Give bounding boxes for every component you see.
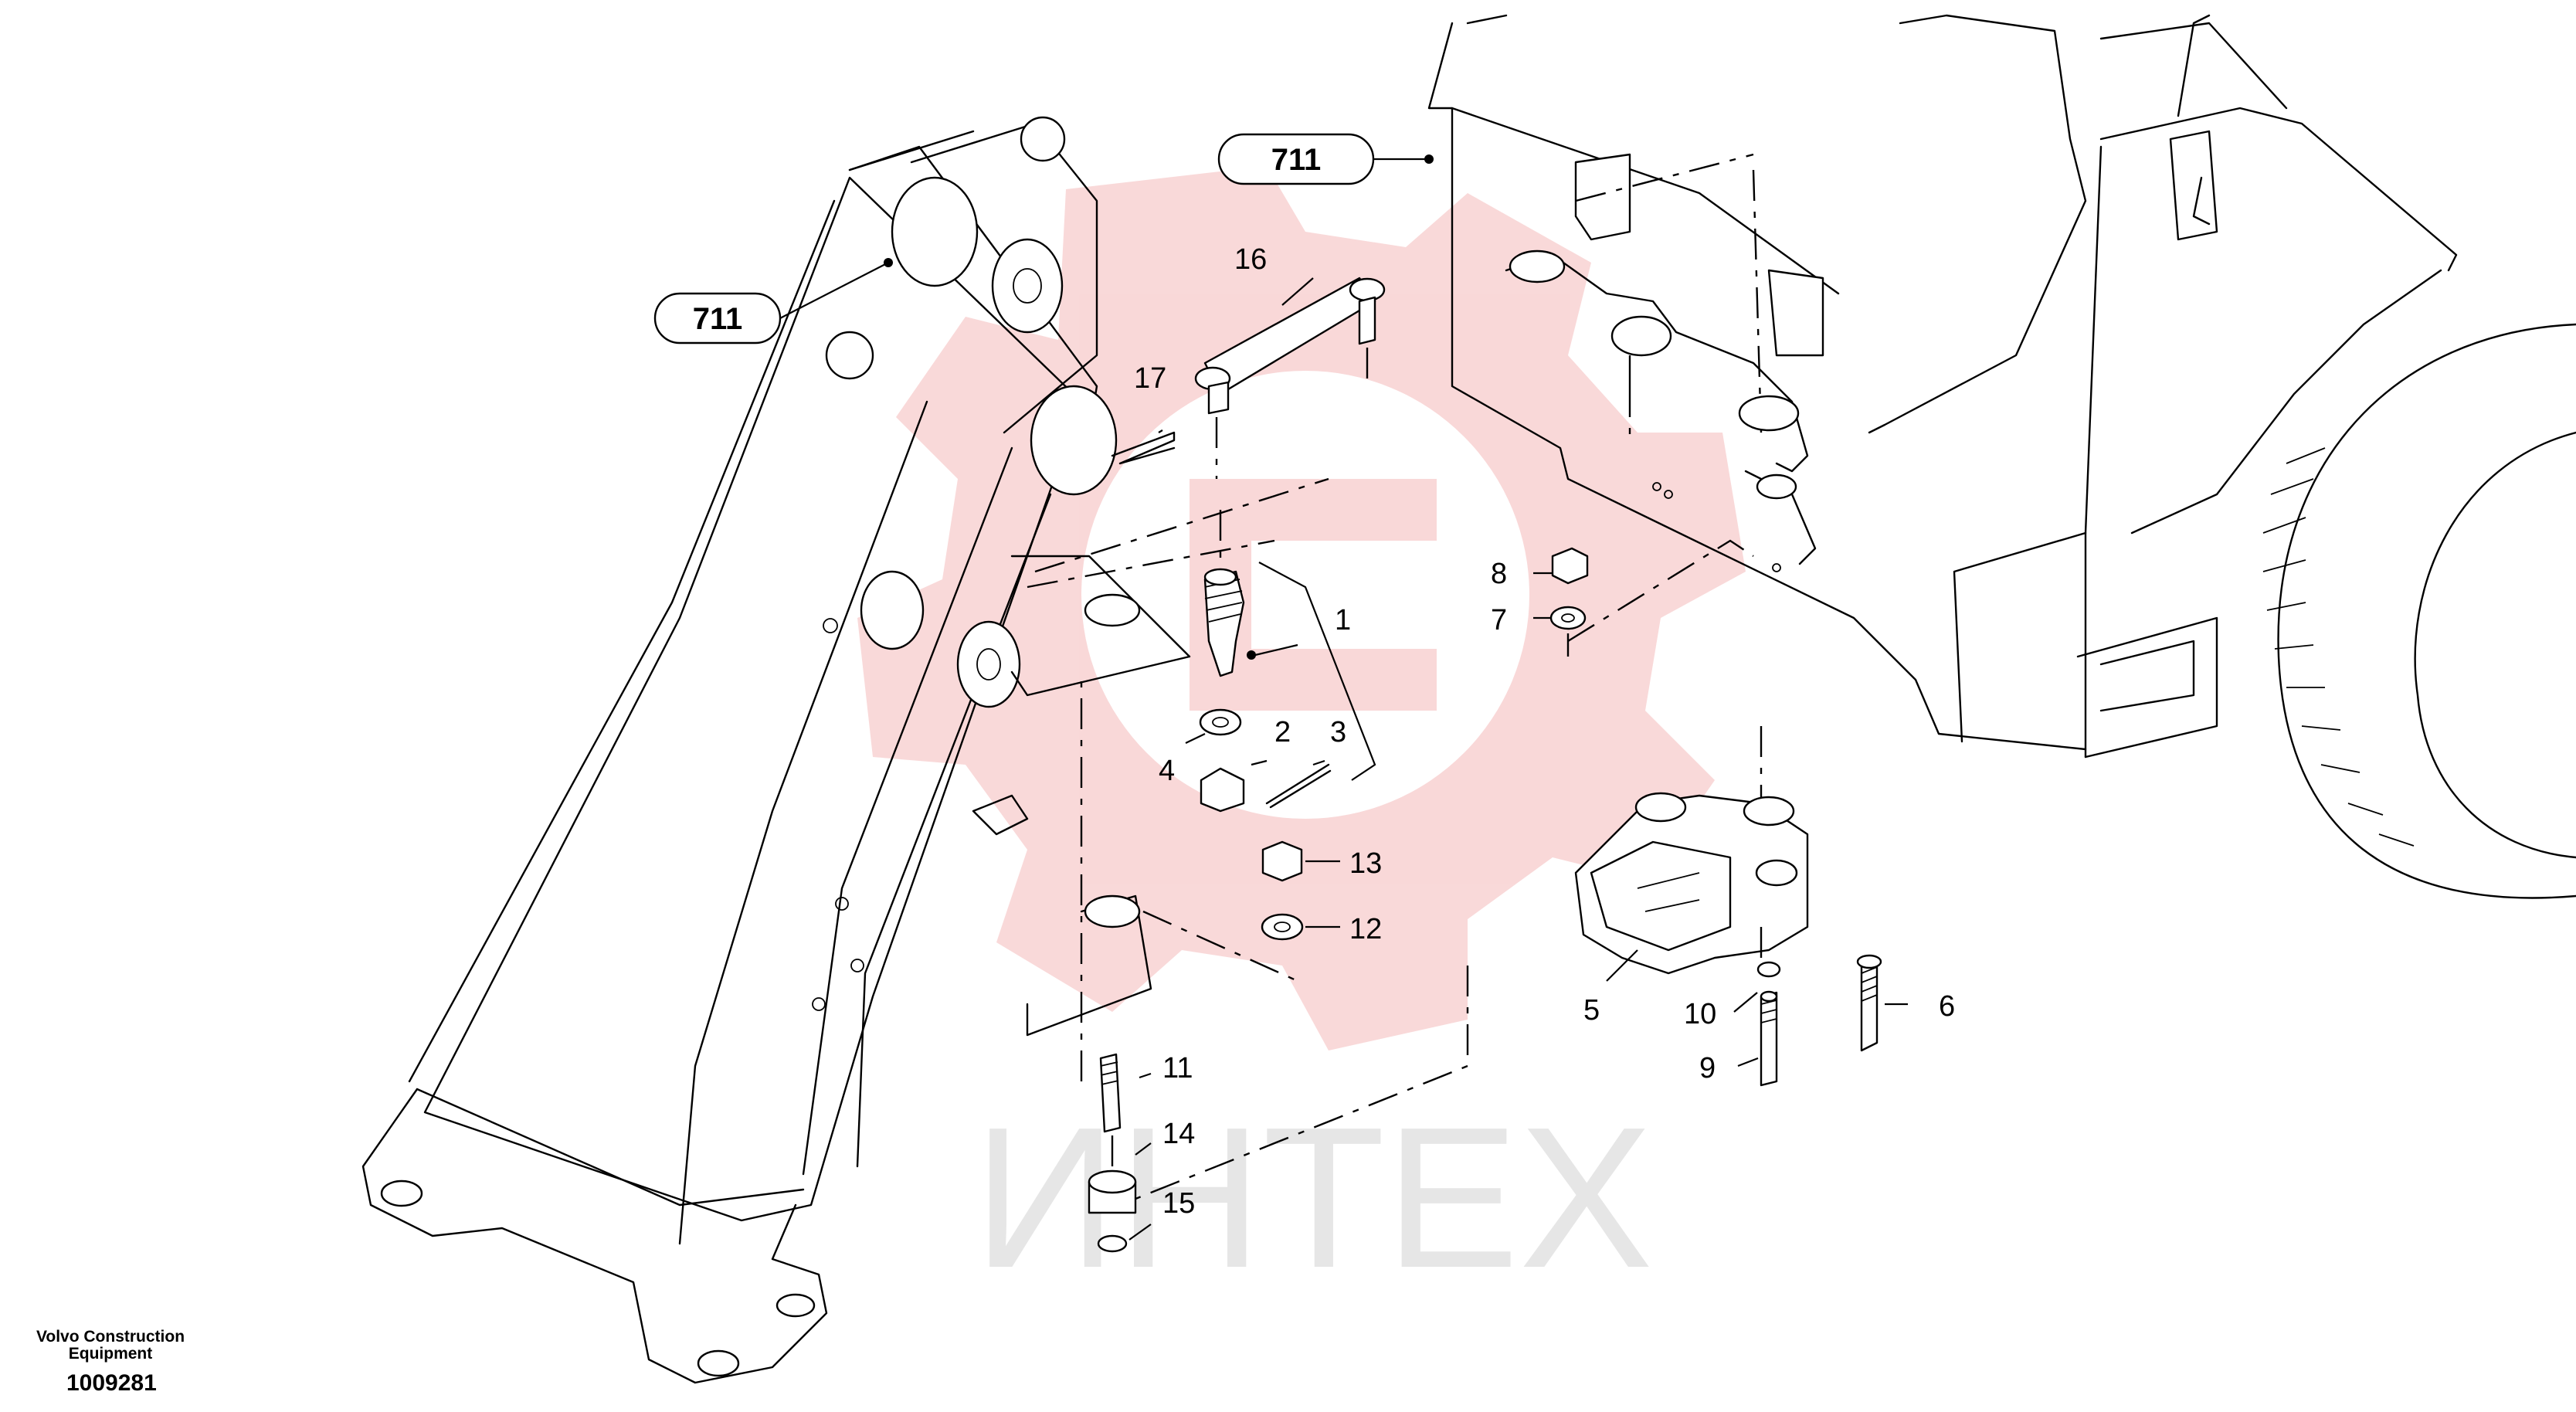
callout-711-top-label: 711 [1271,143,1322,177]
part-label-17: 17 [1134,362,1166,395]
callout-711-left-label: 711 [693,302,743,336]
part-label-1: 1 [1335,604,1351,636]
callout-711-top: 711 [1217,133,1375,185]
callout-711-left: 711 [653,292,782,345]
footer-brand: Volvo Construction Equipment [36,1328,185,1363]
watermark-text: ИНТЕХ [973,1086,1653,1310]
machine-body [1427,14,2576,899]
part-label-15: 15 [1162,1187,1195,1220]
part-label-10: 10 [1684,998,1716,1030]
part-label-3: 3 [1330,716,1346,748]
bracket-assembly [1119,792,1882,1207]
part-label-4: 4 [1159,755,1175,787]
part-numbers: 1 2 3 4 5 6 7 8 9 10 11 12 13 14 15 16 1… [1134,243,1955,1220]
part-label-11: 11 [1162,1052,1193,1084]
footer-drawing-number: 1009281 [66,1370,157,1396]
part-label-5: 5 [1583,994,1600,1027]
small-parts [1088,277,1589,1253]
part-label-13: 13 [1349,847,1382,880]
part-label-2: 2 [1274,716,1291,748]
leader-lines [779,154,1908,1241]
part-label-8: 8 [1491,558,1507,590]
mounting-plates [972,477,1329,1081]
part-label-9: 9 [1699,1052,1716,1084]
part-label-6: 6 [1939,990,1955,1023]
part-label-12: 12 [1349,913,1382,945]
part-label-14: 14 [1162,1118,1195,1150]
part-label-7: 7 [1491,604,1507,636]
boom-frame [361,116,1118,1384]
part-label-16: 16 [1234,243,1267,276]
